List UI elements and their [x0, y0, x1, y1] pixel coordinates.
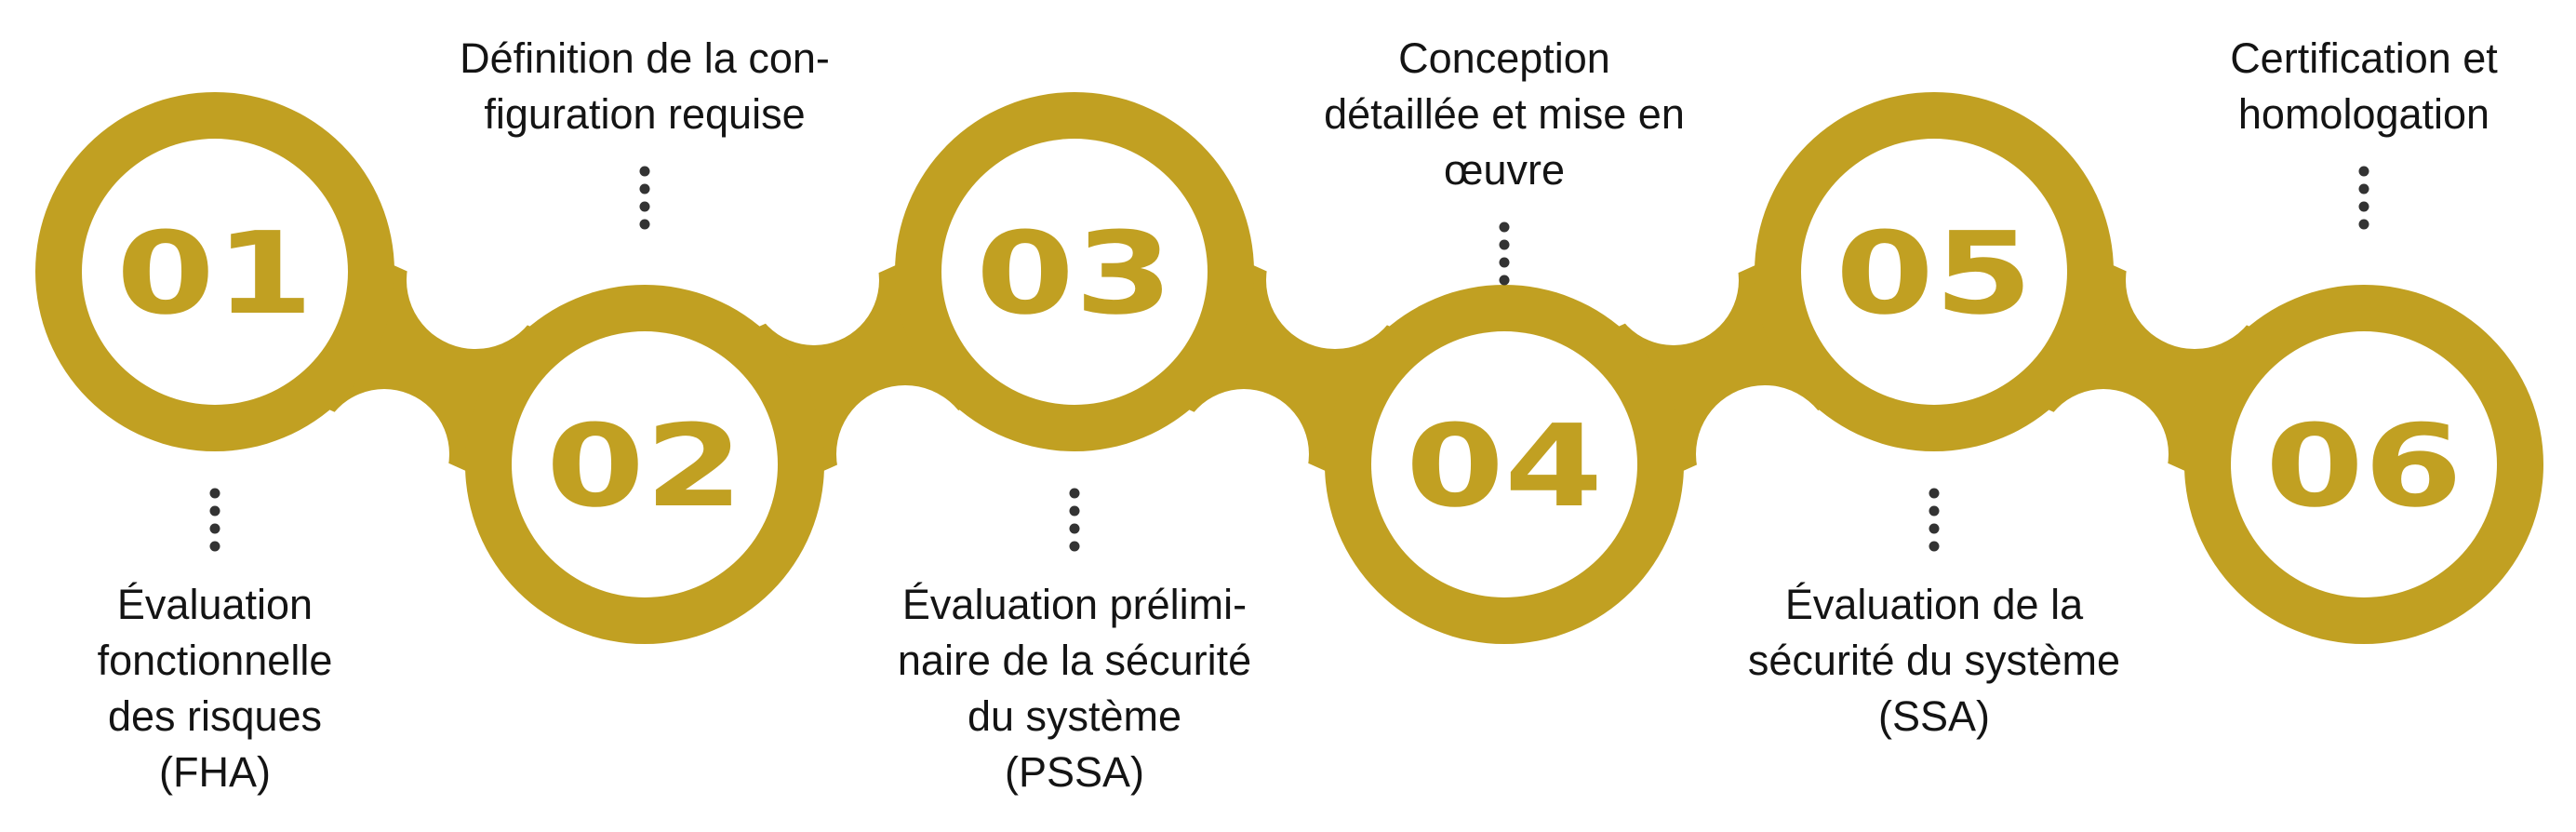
dot-connector-icon: [1929, 488, 1940, 499]
dot-connector-icon: [1499, 275, 1510, 286]
step-label-01: Évaluation fonctionnelle des risques (FHA): [98, 488, 333, 796]
step-label-line: Définition de la con-: [460, 34, 830, 82]
step-nodes: 01 02 03 04 05 06: [35, 92, 2543, 644]
step-label-line: fonctionnelle: [98, 637, 333, 684]
step-label-line: (FHA): [159, 748, 271, 796]
step-label-line: Certification et: [2230, 34, 2498, 82]
connector-notch: [2126, 211, 2263, 349]
step-node-03: 03: [895, 92, 1254, 451]
step-number: 05: [1835, 208, 2033, 340]
dot-connector-icon: [1069, 505, 1080, 517]
connector-notch: [1179, 389, 1309, 519]
step-node-04: 04: [1325, 285, 1684, 644]
step-number: 06: [2265, 400, 2463, 532]
connector-notches: [319, 211, 2263, 523]
dot-connector-icon: [1929, 505, 1940, 517]
dot-connector-icon: [1929, 523, 1940, 534]
step-label-04: Conception détaillée et mise en œuvre: [1324, 34, 1685, 286]
connector-notch: [2038, 389, 2169, 519]
dot-connector-icon: [209, 541, 220, 552]
step-label-line: œuvre: [1444, 146, 1565, 194]
dot-connector-icon: [1499, 221, 1510, 233]
step-label-line: figuration requise: [484, 90, 805, 138]
connector-notch: [749, 215, 879, 345]
step-circle: [1801, 139, 2067, 405]
dot-connector-icon: [2358, 201, 2369, 212]
step-label-line: Conception: [1398, 34, 1610, 82]
dot-connector-icon: [639, 201, 650, 212]
dot-connector-icon: [639, 219, 650, 230]
step-number: 03: [976, 208, 1173, 340]
step-node-06: 06: [2184, 285, 2543, 644]
step-label-line: Évaluation: [117, 581, 313, 628]
step-circle: [82, 139, 348, 405]
step-label-line: du système: [968, 692, 1181, 740]
step-number: 02: [546, 400, 743, 532]
connector-notch: [407, 211, 544, 349]
step-circle: [512, 331, 778, 597]
dot-connector-icon: [639, 166, 650, 177]
step-node-02: 02: [465, 285, 824, 644]
dot-connector-icon: [209, 523, 220, 534]
step-label-line: homologation: [2238, 90, 2489, 138]
step-label-03: Évaluation prélimi-naire de la sécurité d…: [898, 488, 1251, 796]
step-number: 01: [116, 208, 314, 340]
step-circle: [1371, 331, 1637, 597]
connector-notch: [1608, 215, 1739, 345]
dot-connector-icon: [1069, 541, 1080, 552]
step-labels: Évaluation fonctionnelle des risques (FHA) D…: [98, 34, 2499, 796]
connector-notch: [1266, 211, 1404, 349]
dot-connector-icon: [1929, 541, 1940, 552]
step-label-line: (SSA): [1878, 692, 1990, 740]
step-label-line: (PSSA): [1005, 748, 1144, 796]
step-circle: [941, 139, 1208, 405]
step-node-05: 05: [1755, 92, 2114, 451]
step-label-line: détaillée et mise en: [1324, 90, 1685, 138]
step-label-line: Évaluation de la: [1785, 581, 2084, 628]
connector-notch: [319, 389, 449, 519]
dot-connector-icon: [1069, 488, 1080, 499]
connector-notch: [836, 385, 974, 523]
dot-connector-icon: [639, 183, 650, 195]
dot-connector-icon: [1499, 257, 1510, 268]
dot-connector-icon: [1499, 239, 1510, 250]
step-label-line: sécurité du système: [1748, 637, 2120, 684]
dot-connector-icon: [2358, 219, 2369, 230]
step-node-01: 01: [35, 92, 394, 451]
step-circle: [2231, 331, 2497, 597]
step-label-line: des risques: [108, 692, 322, 740]
step-label-02: Définition de la con-figuration requise: [460, 34, 830, 230]
step-label-05: Évaluation de la sécurité du système (SSA): [1748, 488, 2120, 740]
step-label-line: Évaluation prélimi-: [902, 581, 1247, 628]
step-number: 04: [1406, 400, 1603, 532]
step-label-line: naire de la sécurité: [898, 637, 1251, 684]
dot-connector-icon: [209, 505, 220, 517]
dot-connector-icon: [1069, 523, 1080, 534]
step-label-06: Certification et homologation: [2230, 34, 2498, 230]
dot-connector-icon: [209, 488, 220, 499]
connector-notch: [1696, 385, 1834, 523]
dot-connector-icon: [2358, 183, 2369, 195]
dot-connector-icon: [2358, 166, 2369, 177]
